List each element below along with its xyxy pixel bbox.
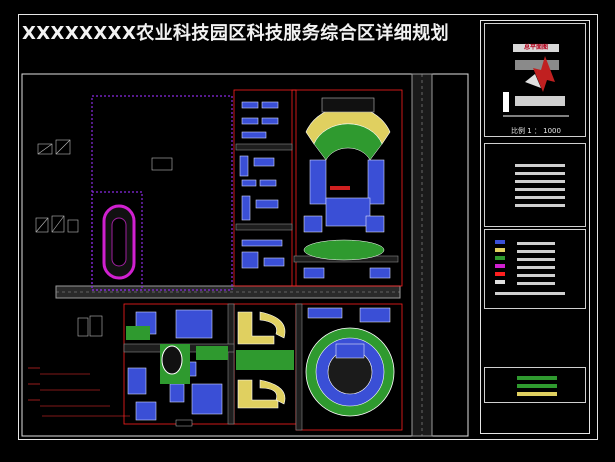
drawing-title: XXXXXXXX农业科技园区科技服务综合区详细规划 [22, 23, 450, 44]
scale-label: 比例 1 ： 1000 [511, 127, 561, 135]
green-ellipse [303, 239, 385, 261]
legend-swatch-magenta [495, 264, 505, 268]
buildings-lower-left [127, 309, 223, 421]
buildings-middle-yellow [237, 311, 286, 409]
compass-icon [503, 56, 569, 117]
drawing-frame [18, 14, 598, 440]
campus-block [91, 95, 233, 291]
plan-header-section: 总平面图 比例 1 ： 1000 [484, 23, 586, 137]
stamp-block [484, 367, 586, 403]
site-plan [20, 68, 472, 438]
legend-table [484, 229, 586, 309]
legend-swatch-yellow [495, 248, 505, 252]
site-plan-drawing [21, 73, 469, 437]
legend-swatch-green [495, 256, 505, 260]
main-road-horizontal [55, 285, 401, 299]
legend-notes [28, 367, 130, 417]
site-boundary [21, 73, 469, 437]
buildings-upper [239, 101, 391, 279]
indicator-table [484, 143, 586, 227]
legend-swatch-white [495, 280, 505, 284]
title-block: 总平面图 比例 1 ： 1000 [480, 20, 590, 434]
legend-swatch-red [495, 272, 505, 276]
legend-swatch-building [495, 240, 505, 244]
panel-header: 总平面图 [513, 44, 559, 52]
existing-buildings-left [35, 139, 103, 337]
